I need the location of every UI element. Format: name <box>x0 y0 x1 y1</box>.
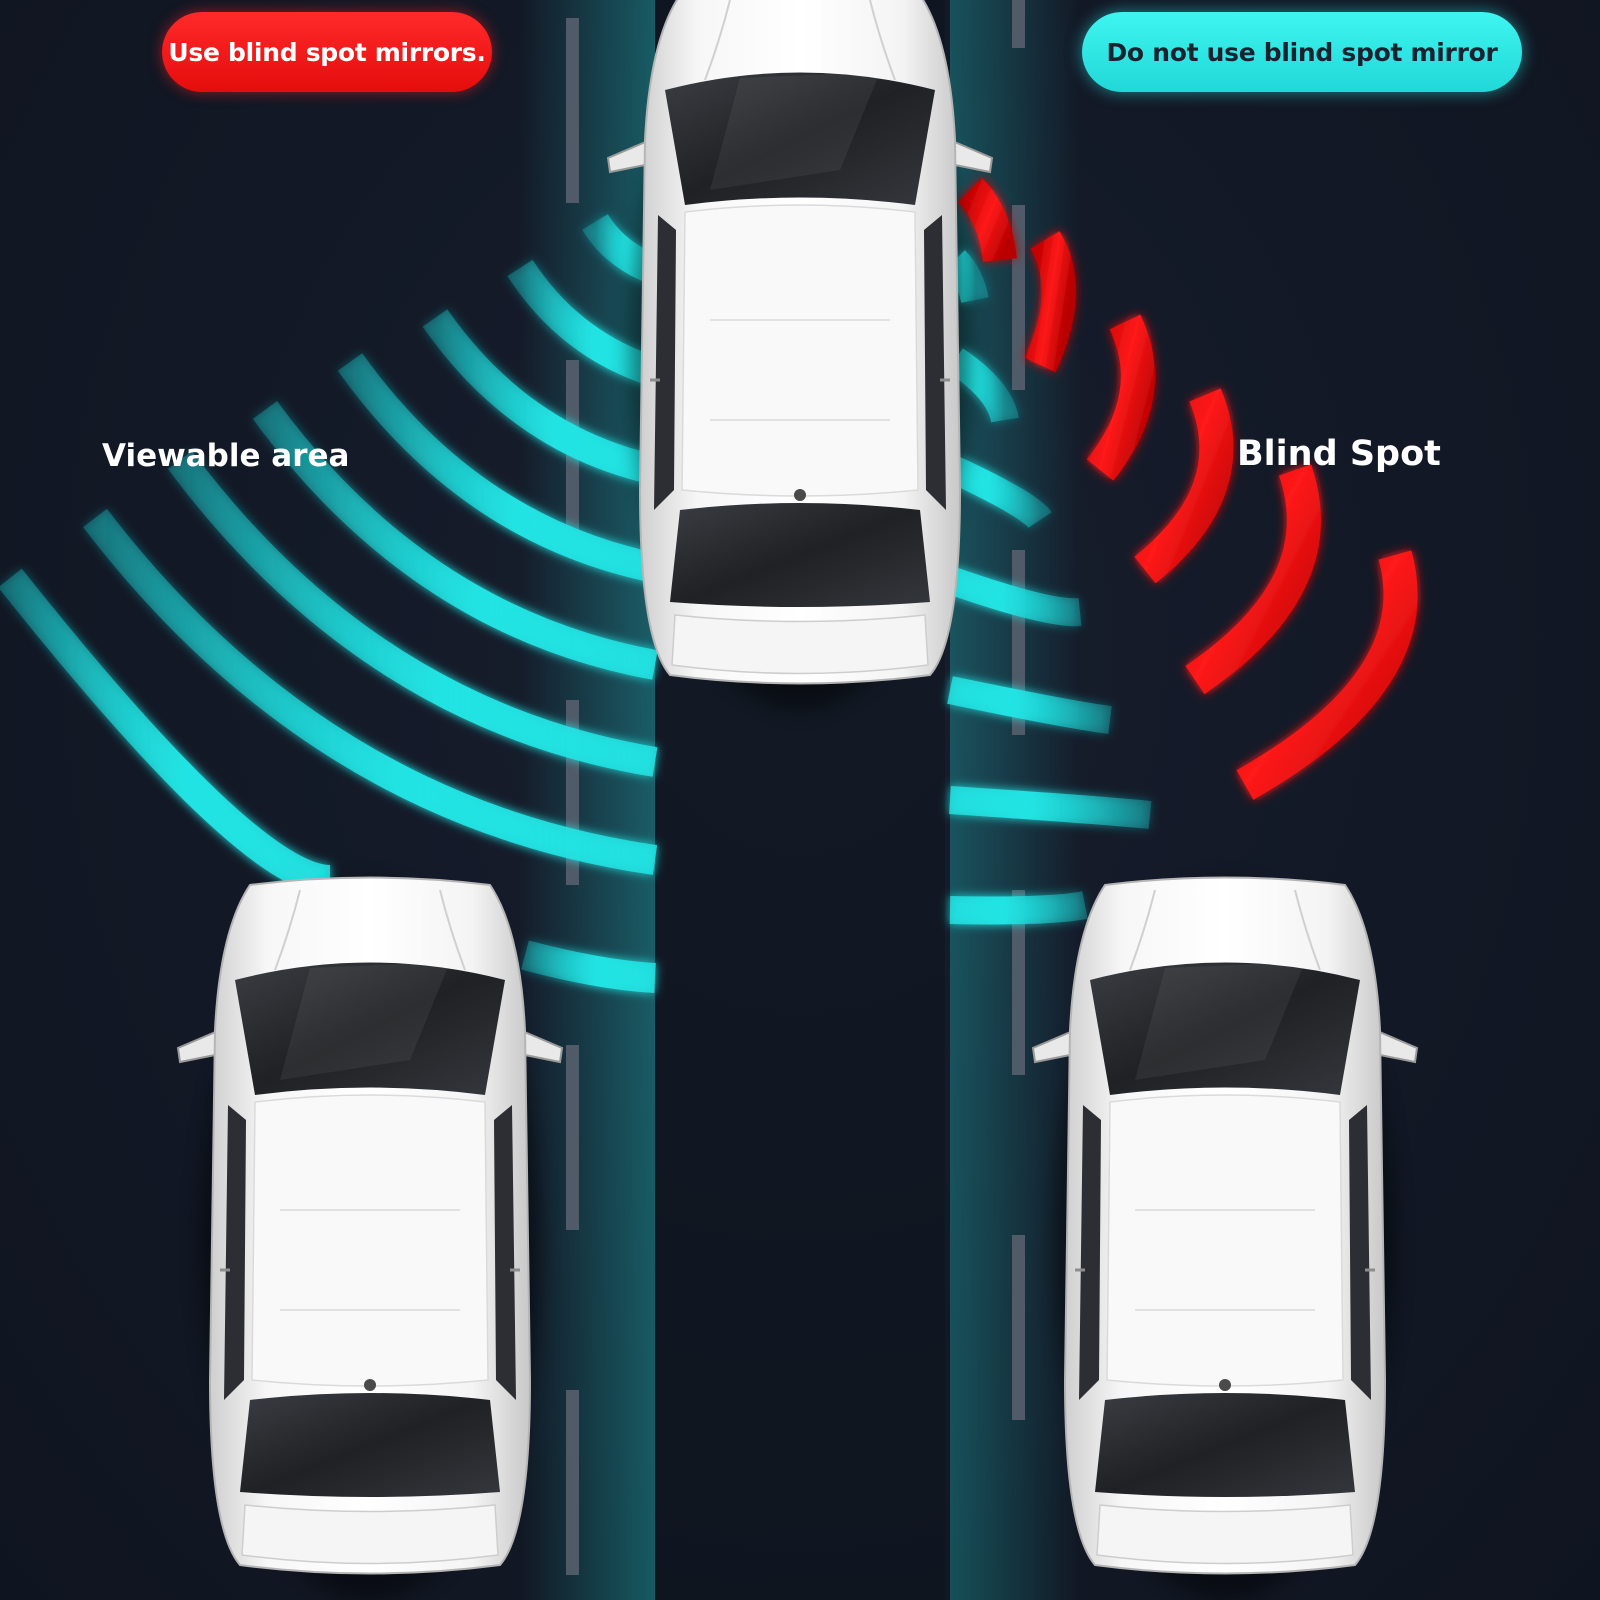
blind-spot-arc <box>1185 464 1321 695</box>
lane-dash <box>1012 0 1025 48</box>
viewable-arc <box>337 353 659 583</box>
viewable-arc <box>167 451 658 777</box>
lane-dash <box>566 1045 579 1230</box>
blind-spot-label: Blind Spot <box>1237 434 1441 474</box>
no-mirror-text: Do not use blind spot mirror <box>1106 37 1498 67</box>
viewable-area-label: Viewable area <box>102 438 350 474</box>
viewable-arc <box>949 891 1088 925</box>
lane-dash <box>1012 890 1025 1075</box>
use-mirrors-badge: Use blind spot mirrors. <box>162 12 492 92</box>
use-mirrors-text: Use blind spot mirrors. <box>168 37 486 67</box>
viewable-arc <box>945 566 1082 627</box>
lane-dash <box>1012 1235 1025 1420</box>
lane-dash <box>566 18 579 203</box>
no-mirror-badge: Do not use blind spot mirror <box>1082 12 1522 92</box>
viewable-arc <box>521 940 656 993</box>
center-car <box>608 0 992 710</box>
blind-spot-arc <box>1236 550 1418 800</box>
left-rear-car <box>178 878 562 1600</box>
lane-dash <box>1012 205 1025 390</box>
viewable-arc <box>422 309 659 485</box>
viewable-arc <box>949 457 1052 529</box>
viewable-arc <box>949 786 1152 829</box>
blind-spot-arc <box>957 177 1017 263</box>
viewable-arc <box>0 568 332 895</box>
blind-spot-arcs <box>957 177 1418 800</box>
viewable-arc <box>252 401 658 680</box>
left-lane-glow <box>520 0 655 1600</box>
lane-dash <box>566 1390 579 1575</box>
blind-spot-arc <box>1134 388 1234 584</box>
viewable-arc <box>83 508 658 875</box>
right-rear-car <box>1033 878 1417 1600</box>
viewable-arc <box>947 676 1112 734</box>
blind-spot-arc <box>1024 231 1076 373</box>
blind-spot-arc <box>1086 314 1155 481</box>
